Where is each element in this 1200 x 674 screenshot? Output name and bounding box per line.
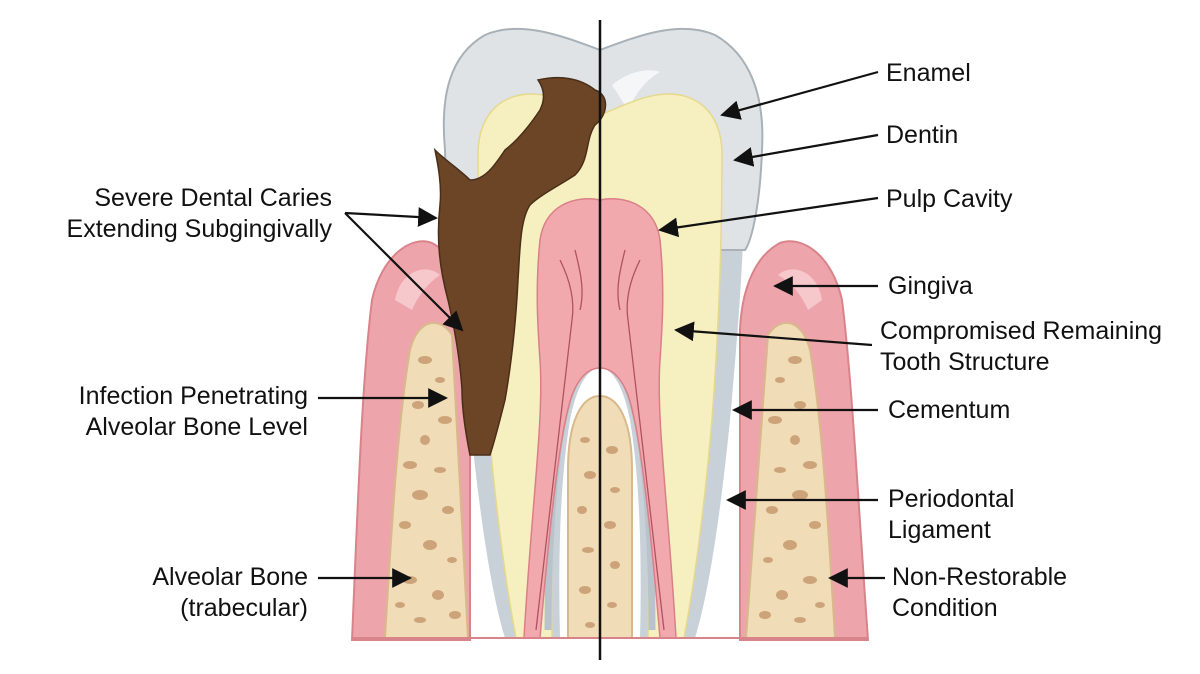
label-cementum: Cementum <box>888 396 1011 424</box>
arrow-caries-b <box>344 212 464 332</box>
label-enamel: Enamel <box>886 59 971 87</box>
enamel-shine <box>612 70 660 110</box>
label-pulp-cavity: Pulp Cavity <box>886 185 1013 213</box>
leader-arrows <box>318 70 885 588</box>
gingiva-highlight-left <box>395 269 440 310</box>
arrow-compromised <box>674 321 873 347</box>
label-gingiva: Gingiva <box>888 272 973 300</box>
pulp-shape <box>523 198 677 639</box>
arrow-dentin <box>733 133 879 167</box>
pulp-vessels <box>535 249 665 631</box>
caries-shape <box>433 77 607 456</box>
label-alveolar-bone: Alveolar Bone(trabecular) <box>152 563 308 622</box>
bone-trabeculae <box>395 356 825 628</box>
arrow-pulp <box>658 196 879 238</box>
label-dentin: Dentin <box>886 121 959 149</box>
arrow-caries-a <box>344 207 438 227</box>
arrow-enamel <box>720 70 879 120</box>
